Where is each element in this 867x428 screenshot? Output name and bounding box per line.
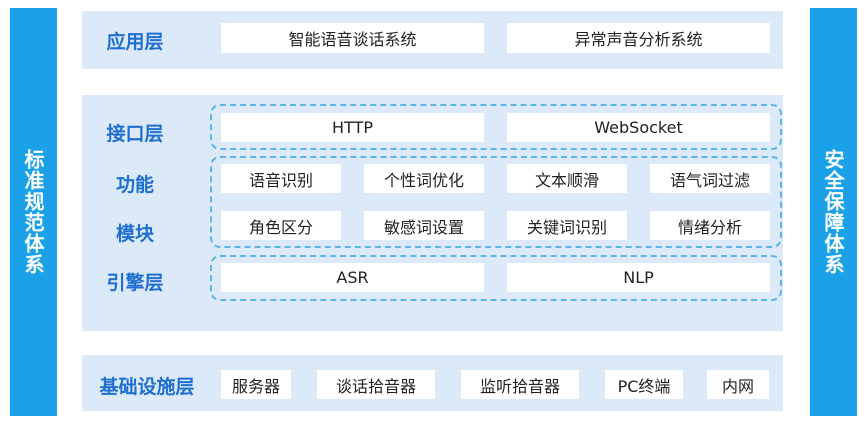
interface-box-http: HTTP (221, 113, 484, 142)
engine-layer-label: 引擎层 (106, 272, 164, 294)
function-box-speech-recognition: 语音识别 (221, 164, 341, 193)
application-layer-label: 应用层 (106, 31, 164, 53)
function-box-filler-filter: 语气词过滤 (650, 164, 770, 193)
infra-box-intranet: 内网 (707, 370, 769, 399)
standards-system-label: 标准规范体系 (21, 149, 45, 275)
infrastructure-layer-label: 基础设施层 (99, 376, 195, 398)
security-system-label: 安全保障体系 (821, 149, 845, 275)
infra-box-pc-terminal: PC终端 (605, 370, 683, 399)
engine-layer-frame (210, 255, 782, 301)
interface-box-websocket: WebSocket (507, 113, 770, 142)
function-box-sensitive-words: 敏感词设置 (364, 211, 484, 240)
engine-box-nlp: NLP (507, 263, 770, 292)
function-module-frame (210, 156, 782, 248)
interface-layer-label: 接口层 (106, 123, 164, 145)
function-box-emotion-analysis: 情绪分析 (650, 211, 770, 240)
infra-box-monitor-pickup: 监听拾音器 (461, 370, 579, 399)
security-system-bar: 安全保障体系 (810, 8, 857, 416)
function-box-personal-words: 个性词优化 (364, 164, 484, 193)
function-box-role-distinction: 角色区分 (221, 211, 341, 240)
function-module-label-line2: 模块 (115, 223, 154, 245)
engine-box-asr: ASR (221, 263, 484, 292)
function-box-text-smoothing: 文本顺滑 (507, 164, 627, 193)
function-box-keyword-recognition: 关键词识别 (507, 211, 627, 240)
infra-box-server: 服务器 (221, 370, 291, 399)
infra-box-talk-pickup: 谈话拾音器 (317, 370, 435, 399)
function-module-label-line1: 功能 (115, 174, 154, 196)
app-box-abnormal-sound-system: 异常声音分析系统 (507, 23, 770, 53)
standards-system-bar: 标准规范体系 (10, 8, 57, 416)
interface-layer-frame (210, 104, 782, 150)
app-box-voice-talk-system: 智能语音谈话系统 (221, 23, 484, 53)
